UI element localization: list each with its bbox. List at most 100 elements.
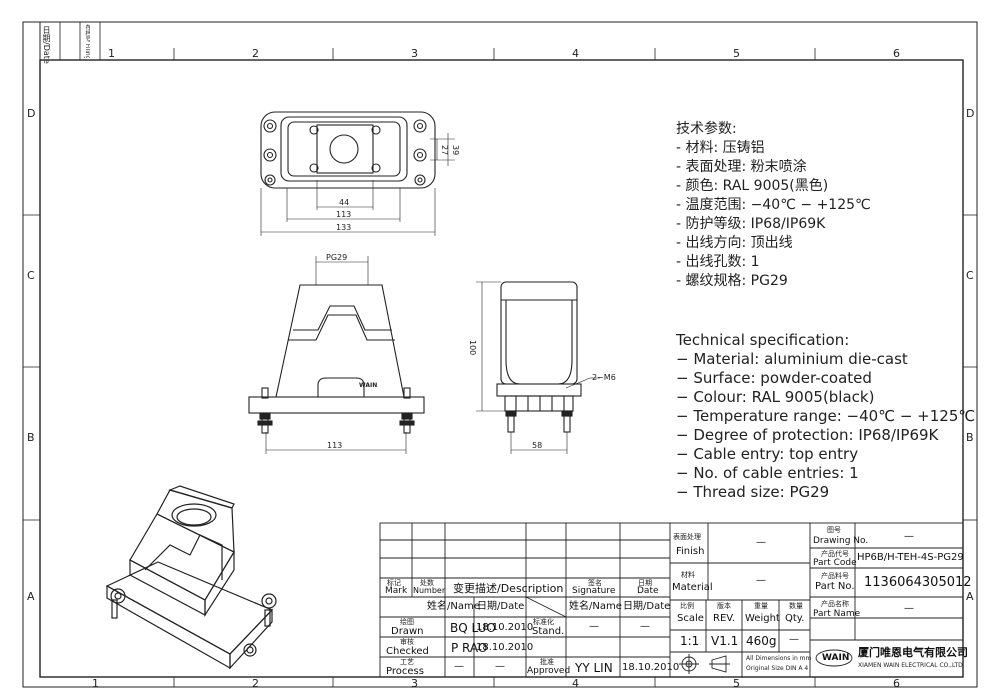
tb-part-name-value: — [904,603,914,614]
tb-date-header-2: 日期/Date [623,601,671,612]
grid-ticks [23,48,977,687]
tb-approved-name: YY LIN [575,661,613,675]
tb-material: Material [672,582,713,593]
tb-drawing-no-value: — [904,531,914,542]
tb-process-date: — [495,661,505,672]
tb-checked-date: 18.10.2010 [476,642,534,653]
grid-col-5-top: 5 [733,47,740,60]
tb-part-code-value: HP6B/H-TEH-4S-PG29 [857,552,964,563]
tb-weight-cn: 重量 [754,602,768,610]
tb-drawn-cn: 绘图 [400,618,414,626]
spec-cn-line: - 表面处理: 粉末喷涂 [676,159,807,175]
grid-col-1-bottom: 1 [92,677,99,690]
tb-date-cn: 日期 [638,579,652,587]
grid-col-6-top: 6 [893,47,900,60]
wain-logo-mark [815,649,853,667]
tb-signature: Signature [572,586,616,596]
tb-process-cn: 工艺 [400,658,414,666]
tb-number-cn: 处数 [420,579,434,587]
tb-date: Date [637,586,659,596]
tb-stand-cn: 标准化 [533,618,554,626]
grid-row-a-left: A [27,590,35,603]
tb-mark-cn: 标记 [387,579,401,587]
tb-weight: Weight [745,613,780,624]
spec-cn-line: - 出线孔数: 1 [676,254,760,270]
grid-col-6-bottom: 6 [893,677,900,690]
top-view [260,111,436,189]
projection-symbol [679,654,730,674]
tb-finish: Finish [676,546,705,557]
tb-rev-cn: 版本 [717,602,731,610]
spec-en-line: − Surface: powder-coated [676,369,872,387]
grid-row-d-right: D [966,107,975,120]
tb-qty: Qty. [785,613,805,624]
grid-col-4-top: 4 [572,47,579,60]
grid-col-3-top: 3 [411,47,418,60]
side-view-dimension-lines [476,281,600,454]
spec-en-line: − Cable entry: top entry [676,445,859,463]
tb-approved-date: 18.10.2010 [622,662,680,673]
spec-cn-line: - 防护等级: IP68/IP69K [676,216,826,232]
spec-en-line: − Colour: RAL 9005(black) [676,388,875,406]
tb-part-name: Part Name [813,609,861,619]
grid-col-2-bottom: 2 [252,677,259,690]
tb-signature-cn: 签名 [588,579,602,587]
tb-part-code: Part Code [813,558,857,568]
tb-name-header-1: 姓名/Name [427,601,480,612]
margin-date-label: 日期/Date [42,26,51,64]
brand-mark-front: WAIN [359,382,378,389]
tb-drawn: Drawn [391,626,424,637]
grid-col-4-bottom: 4 [572,677,579,690]
tb-part-no-value: 1136064305012 [864,575,972,590]
company-logo: WAIN [822,653,850,663]
tb-stand: Stand. [532,626,565,637]
grid-col-2-top: 2 [252,47,259,60]
dim-side-m6: 2−M6 [592,373,616,382]
front-view-dimension-lines [265,256,407,454]
spec-en-block: Technical specification: − Material: alu… [676,331,975,502]
dim-top-39: 39 [451,145,460,156]
spec-cn-line: - 颜色: RAL 9005(黑色) [676,178,829,194]
tb-checked-cn: 审核 [400,638,414,646]
dim-front-pg29: PG29 [326,253,348,262]
grid-row-b-left: B [27,431,35,444]
tb-drawn-name: BQ LUO [450,621,496,635]
tb-part-code-cn: 产品代号 [821,550,849,558]
tb-qty-value: — [789,634,799,645]
tb-process: Process [386,666,424,677]
company-name-en: XIAMEN WAIN ELECTRICAL CO.,LTD [858,662,963,669]
spec-en-line: − Degree of protection: IP68/IP69K [676,426,939,444]
tb-stand-date: — [640,621,650,632]
margin-filing-label: 存档号 Filing Clerk [84,24,90,58]
dim-front-113: 113 [327,441,343,450]
side-view [496,281,582,433]
tb-qty-cn: 数量 [789,602,803,610]
grid-row-c-right: C [966,269,974,282]
isometric-view [105,485,277,670]
tb-drawn-date: 18.10.2010 [476,622,534,633]
tb-material-cn: 材料 [681,571,695,579]
dim-top-113: 113 [336,210,352,219]
spec-cn-line: - 材料: 压铸铝 [676,140,765,156]
company-name-cn: 厦门唯恩电气有限公司 [858,646,968,659]
tb-drawing-no: Drawing No. [813,536,869,546]
tb-material-value: — [756,575,766,586]
tb-dims-note-1: All Dimensions in mm [746,655,812,662]
spec-cn-block: 技术参数: - 材料: 压铸铝 - 表面处理: 粉末喷涂 - 颜色: RAL 9… [676,118,871,289]
tb-scale: Scale [677,613,704,624]
front-view [248,284,425,434]
spec-en-line: − Temperature range: −40℃ − +125℃ [676,407,976,425]
grid-col-5-bottom: 5 [733,677,740,690]
tb-scale-cn: 比例 [680,602,694,610]
dim-top-133: 133 [336,223,352,232]
spec-cn-line: - 螺纹规格: PG29 [676,273,788,289]
spec-cn-line: - 出线方向: 顶出线 [676,235,793,251]
grid-col-1-top: 1 [108,47,115,60]
tb-drawing-no-cn: 图号 [827,526,841,534]
spec-en-line: − No. of cable entries: 1 [676,464,859,482]
grid-row-b-right: B [966,431,974,444]
tb-change-description: 变更描述/Description [453,582,564,595]
dim-side-100: 100 [468,340,477,356]
grid-row-c-left: C [27,269,35,282]
